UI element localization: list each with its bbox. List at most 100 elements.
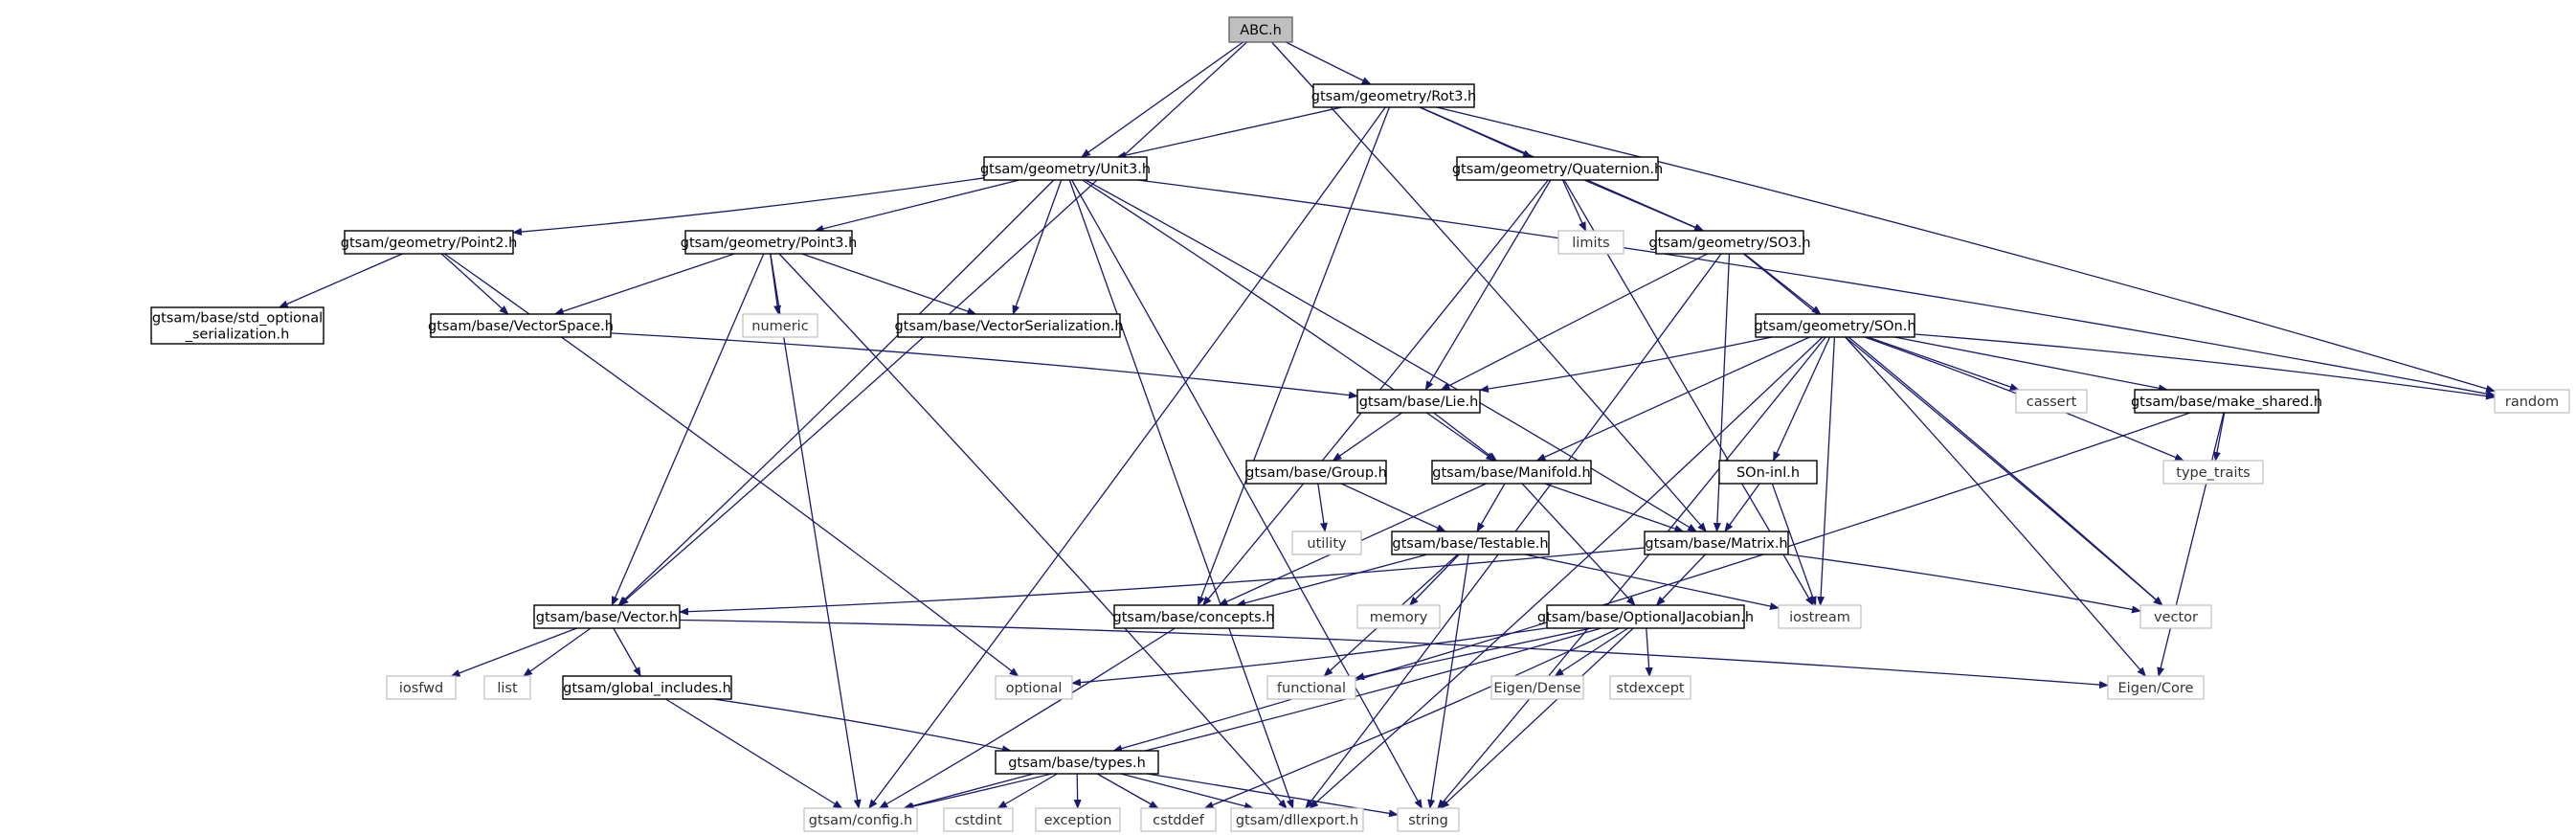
edge-abc-to-rot3 — [1285, 41, 1372, 85]
node-mkshared[interactable]: gtsam/base/make_shared.h — [2131, 389, 2322, 414]
node-abc[interactable]: ABC.h — [1228, 16, 1293, 43]
edge-so3-to-matrix — [1713, 253, 1731, 532]
node-box-so3 — [1655, 230, 1804, 255]
node-functional: functional — [1266, 675, 1356, 700]
node-config: gtsam/config.h — [803, 807, 918, 832]
node-point3[interactable]: gtsam/geometry/Point3.h — [681, 230, 858, 255]
edge-soninl-to-iostream — [1771, 483, 1817, 606]
edge-son-to-vector — [1848, 336, 2163, 606]
node-eigendense: Eigen/Dense — [1490, 675, 1584, 700]
node-label-random: random — [2505, 395, 2559, 410]
node-quat[interactable]: gtsam/geometry/Quaternion.h — [1452, 156, 1663, 181]
edge-types-to-cstddef — [1096, 773, 1159, 809]
node-box-mkshared — [2134, 389, 2319, 414]
node-memory: memory — [1356, 604, 1441, 629]
edge-abc-to-unit3 — [1081, 41, 1244, 158]
edge-quat-to-limits — [1561, 179, 1587, 232]
edge-son-to-manifold — [1535, 336, 1810, 462]
edge-soninl-to-matrix — [1724, 483, 1760, 532]
node-vspace[interactable]: gtsam/base/VectorSpace.h — [428, 313, 614, 338]
node-label-stdexcept: stdexcept — [1616, 681, 1685, 696]
node-box-memory — [1356, 604, 1441, 629]
node-box-types — [995, 750, 1159, 775]
node-box-typetraits — [2162, 460, 2264, 485]
node-label-concepts: gtsam/base/concepts.h — [1113, 610, 1275, 625]
node-box-list — [483, 675, 531, 700]
node-manifold[interactable]: gtsam/base/Manifold.h — [1431, 460, 1592, 485]
node-label-eigencore: Eigen/Core — [2118, 681, 2194, 696]
node-label-exception: exception — [1044, 813, 1112, 828]
node-label-point3: gtsam/geometry/Point3.h — [681, 236, 858, 251]
node-point2[interactable]: gtsam/geometry/Point2.h — [341, 230, 518, 255]
node-label-abc: ABC.h — [1240, 23, 1282, 38]
node-iostream: iostream — [1778, 604, 1862, 629]
edge-so3-to-son — [1743, 253, 1822, 315]
edge-types-to-dllexport — [1120, 773, 1254, 810]
node-optjac[interactable]: gtsam/base/OptionalJacobian.h — [1537, 604, 1754, 629]
node-globinc[interactable]: gtsam/global_includes.h — [562, 675, 732, 700]
edge-mkshared-to-eigencore — [2157, 412, 2225, 677]
edge-types-to-string — [1147, 773, 1399, 818]
node-vector: vector — [2139, 604, 2212, 629]
node-label-vectorh: gtsam/base/Vector.h — [536, 610, 678, 625]
edge-group-to-utility — [1317, 483, 1328, 532]
node-exception: exception — [1035, 807, 1121, 832]
edge-globinc-to-types — [713, 698, 1012, 754]
edge-globinc-to-config — [665, 698, 843, 809]
node-eigencore: Eigen/Core — [2107, 675, 2205, 700]
node-testable[interactable]: gtsam/base/Testable.h — [1391, 531, 1550, 555]
node-box-globinc — [562, 675, 732, 700]
edge-concepts-to-config — [878, 627, 1176, 809]
node-box-cstddef — [1140, 807, 1217, 832]
node-label-cstddef: cstddef — [1153, 813, 1205, 828]
edge-unit3-to-matrix — [1085, 179, 1697, 532]
node-soninl[interactable]: SOn-inl.h — [1718, 460, 1818, 485]
edge-quat-to-so3 — [1583, 179, 1704, 232]
edge-types-to-exception — [1073, 773, 1082, 809]
node-label-dllexport: gtsam/dllexport.h — [1236, 813, 1358, 828]
edge-testable-to-iostream — [1524, 554, 1780, 610]
node-typetraits: type_traits — [2162, 460, 2264, 485]
edge-types-to-config — [903, 773, 1034, 810]
node-label-group: gtsam/base/Group.h — [1245, 465, 1387, 481]
node-box-random — [2494, 389, 2570, 414]
edge-point2-to-optional — [443, 253, 1019, 677]
node-box-limits — [1557, 230, 1624, 255]
node-label-vector: vector — [2154, 610, 2198, 625]
node-lie[interactable]: gtsam/base/Lie.h — [1356, 389, 1481, 414]
node-matrix[interactable]: gtsam/base/Matrix.h — [1644, 531, 1789, 555]
node-rot3[interactable]: gtsam/geometry/Rot3.h — [1311, 83, 1477, 108]
edge-son-to-mkshared — [1893, 336, 2168, 393]
node-box-string — [1397, 807, 1460, 832]
edge-quat-to-lie — [1424, 179, 1552, 391]
node-box-optjac — [1546, 604, 1745, 629]
node-label-matrix: gtsam/base/Matrix.h — [1645, 536, 1787, 552]
node-types[interactable]: gtsam/base/types.h — [995, 750, 1159, 775]
edge-unit3-to-random — [1137, 179, 2496, 398]
node-vectorh[interactable]: gtsam/base/Vector.h — [533, 604, 681, 629]
node-label-cstdint: cstdint — [954, 813, 1002, 828]
node-box-iosfwd — [386, 675, 457, 700]
node-group[interactable]: gtsam/base/Group.h — [1245, 460, 1387, 485]
node-son[interactable]: gtsam/geometry/SOn.h — [1754, 313, 1916, 338]
edge-unit3-to-point2 — [512, 177, 985, 237]
node-box-quat — [1456, 156, 1659, 181]
edge-optjac-to-string — [1440, 627, 1634, 809]
edge-unit3-to-string — [1071, 179, 1422, 809]
node-so3[interactable]: gtsam/geometry/SO3.h — [1648, 230, 1811, 255]
node-utility: utility — [1291, 531, 1362, 555]
edge-mkshared-to-typetraits — [2213, 412, 2226, 462]
node-label-vser: gtsam/base/VectorSerialization.h — [894, 319, 1123, 334]
node-box-point3 — [684, 230, 853, 255]
node-vser[interactable]: gtsam/base/VectorSerialization.h — [894, 313, 1124, 338]
edge-vectorh-to-eigencore — [679, 619, 2109, 689]
edge-unit3-to-manifold — [1082, 179, 1496, 462]
node-unit3[interactable]: gtsam/geometry/Unit3.h — [980, 156, 1151, 181]
edge-types-to-cstdint — [997, 773, 1058, 809]
edge-unit3-to-vser — [1012, 179, 1063, 315]
node-box-soninl — [1718, 460, 1818, 485]
node-concepts[interactable]: gtsam/base/concepts.h — [1113, 604, 1275, 629]
node-label-son: gtsam/geometry/SOn.h — [1754, 319, 1915, 334]
node-stdopt[interactable]: gtsam/base/std_optional_serialization.h — [150, 306, 325, 345]
edge-optjac-to-functional — [1355, 627, 1592, 681]
